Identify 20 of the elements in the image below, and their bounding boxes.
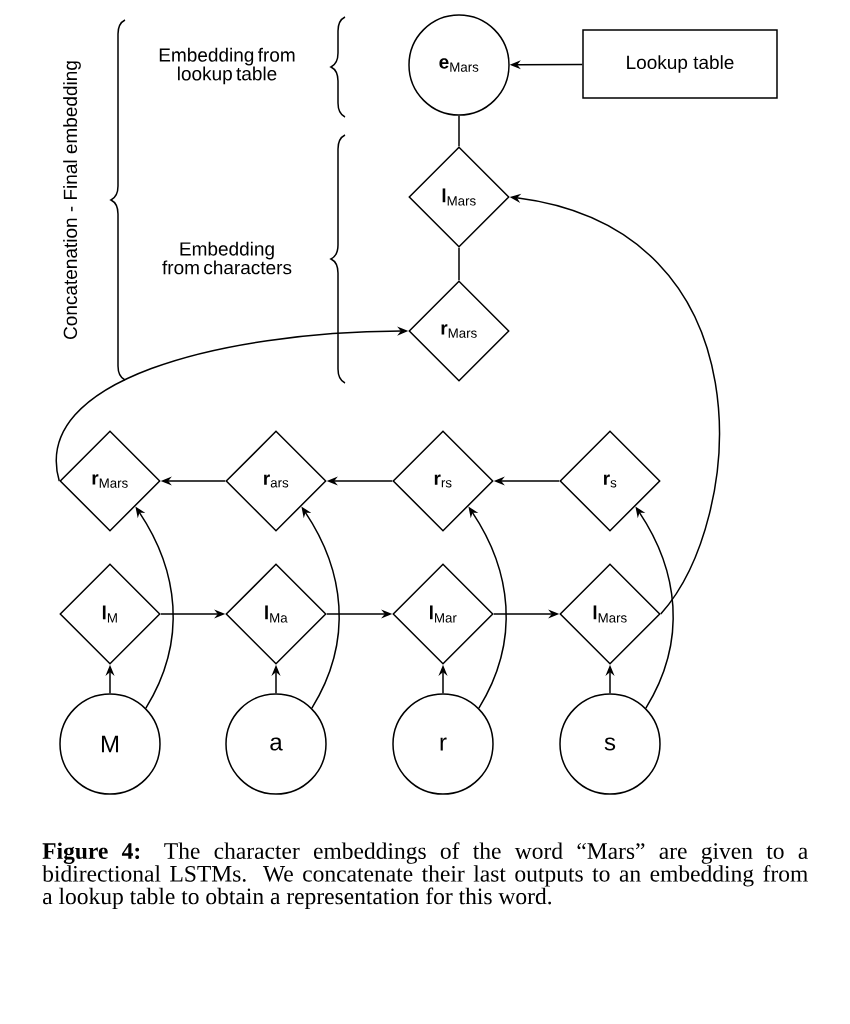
circle-node: e$_{Mars}$ (408, 14, 510, 116)
diamond-node: r$_{Mars}$ (408, 280, 510, 382)
circle-node: r (392, 693, 494, 795)
circle-node: a (225, 693, 327, 795)
diamond-node: l$_{Mars}$ (408, 146, 510, 248)
brace-label: Embedding from lookup table (159, 47, 295, 85)
process-box: Lookup table (582, 29, 778, 99)
diamond-node: l$_{M}$ (59, 563, 161, 665)
circle-node: M (59, 693, 161, 795)
diamond-node: l$_{Ma}$ (225, 563, 327, 665)
diamond-node: r$_{Mars}$ (59, 430, 161, 532)
brace-label: Concatenation - Final embedding (63, 61, 81, 339)
brace-label: Embedding from characters (162, 241, 292, 275)
diamond-node: l$_{Mars}$ (559, 563, 661, 665)
diamond-node: l$_{Mar}$ (392, 563, 494, 665)
diamond-node: r$_{rs}$ (392, 430, 494, 532)
diamond-node: r$_{s}$ (559, 430, 661, 532)
circle-node: s (559, 693, 661, 795)
diamond-node: r$_{ars}$ (225, 430, 327, 532)
caption: Figure 4: The character embeddings of the word “Mars” are given to a bidirectional LSTMs. We concatenate their last outputs to an embedding from a lookup table to obtain a representation for this word. (42, 842, 808, 910)
